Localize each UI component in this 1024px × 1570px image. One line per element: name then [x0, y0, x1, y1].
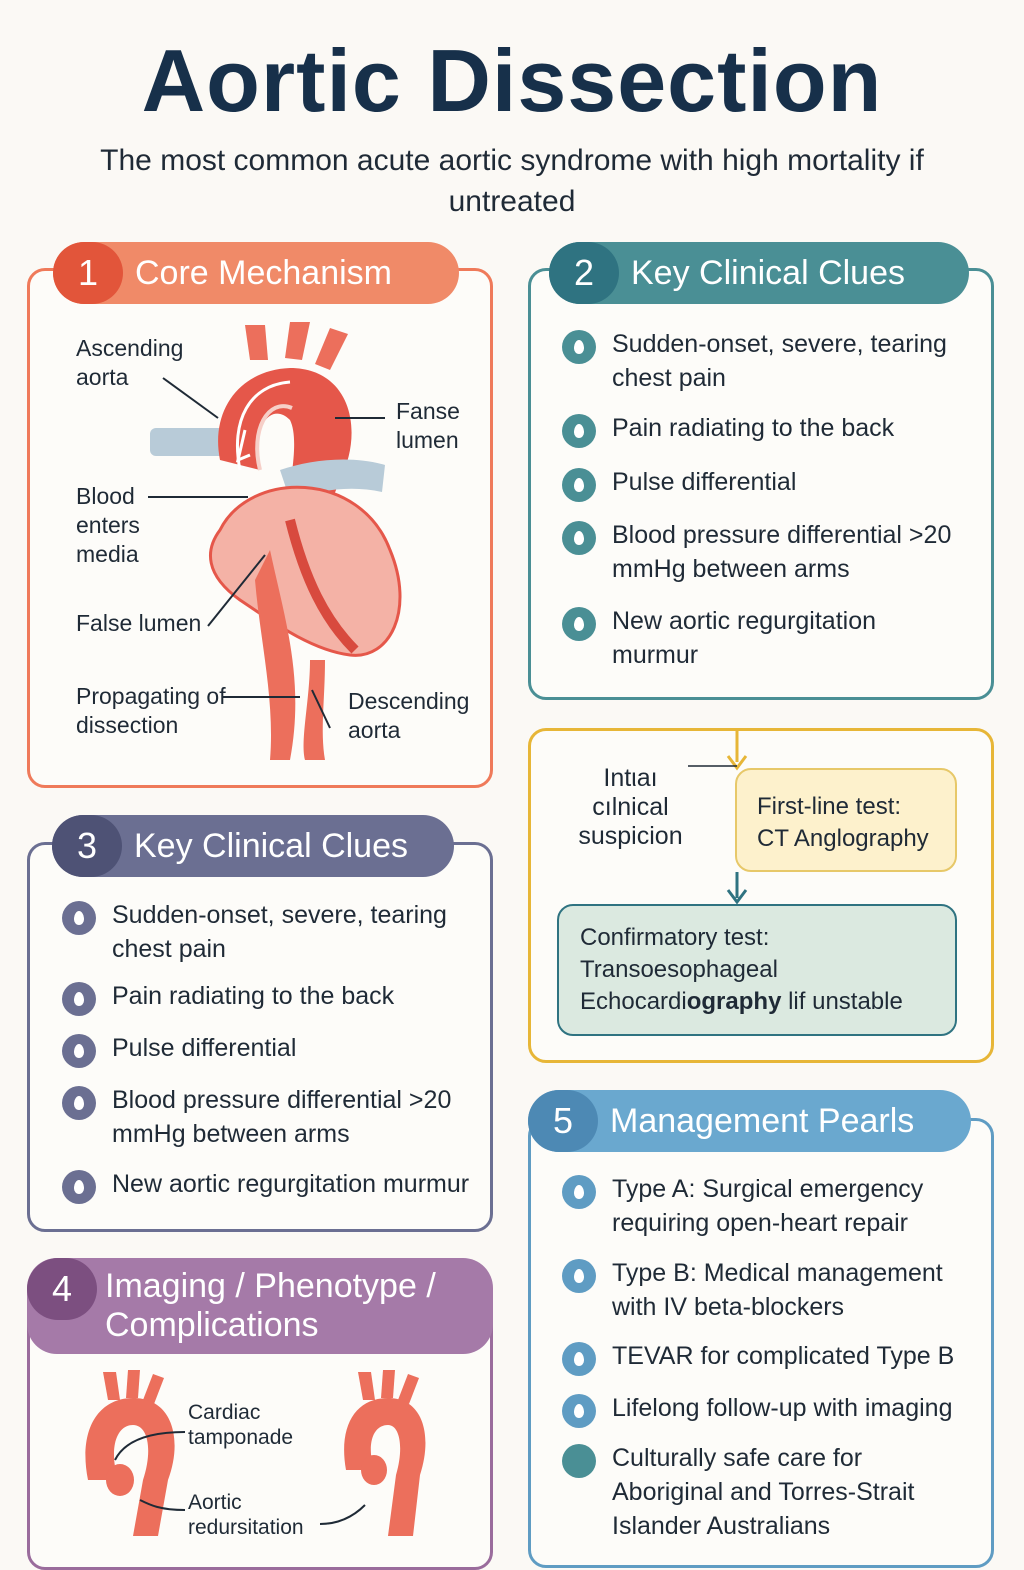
list-item: Sudden-onset, severe, tearing chest pain	[62, 898, 487, 966]
list-item: New aortic regurgitation murmur	[62, 1167, 492, 1204]
list-item: Type A: Surgical emergency requiring ope…	[562, 1172, 972, 1240]
panel-core-mechanism-header: 1 Core Mechanism	[53, 242, 459, 304]
leaf-icon	[62, 1034, 96, 1068]
flow-first-line-test: First-line test: CT Anglography	[735, 768, 957, 872]
section-title: Imaging / Phenotype / Complications	[105, 1267, 436, 1344]
list-item: Pulse differential	[562, 465, 962, 502]
label-aortic-regurgitation: Aortic redursitation	[188, 1491, 304, 1539]
panel-key-clinical-clues-2-header: 3 Key Clinical Clues	[52, 815, 454, 877]
section-number: 1	[53, 242, 123, 304]
section-title: Key Clinical Clues	[134, 826, 408, 865]
list-item: New aortic regurgitation murmur	[562, 604, 962, 672]
panel-management-pearls	[528, 1118, 994, 1568]
aorta-heart-illustration	[150, 322, 402, 760]
section-number: 3	[52, 815, 122, 877]
heart-icon	[562, 1175, 596, 1209]
panel-management-pearls-header: 5 Management Pearls	[528, 1090, 971, 1152]
page-title: Aortic Dissection	[141, 31, 883, 130]
shield-icon	[562, 1259, 596, 1293]
panel-key-clinical-clues-2	[27, 842, 493, 1232]
section-number: 2	[549, 242, 619, 304]
flow-start-text: Intιaı cılnical suspicion	[578, 764, 683, 850]
section-number: 5	[528, 1090, 598, 1152]
droplet-icon	[562, 414, 596, 448]
aorta-illustration-left	[85, 1370, 175, 1536]
label-blood-enters-media: Blood enters media	[76, 483, 140, 567]
droplet-icon	[62, 982, 96, 1016]
section-title: Key Clinical Clues	[631, 253, 905, 292]
panel-key-clinical-clues-header: 2 Key Clinical Clues	[549, 242, 969, 304]
list-item: Pulse differential	[62, 1031, 487, 1068]
flow-confirmatory-test: Confirmatory test: Transoesophageal Echo…	[557, 904, 957, 1036]
clock-icon	[562, 1342, 596, 1376]
label-cardiac-tamponade: Cardiac tamponade	[188, 1401, 294, 1449]
section-title: Management Pearls	[610, 1101, 915, 1140]
label-false-lumen: False lumen	[76, 610, 202, 636]
pressure-icon	[562, 521, 596, 555]
droplet-icon	[62, 1170, 96, 1204]
panel-imaging-header: 4 Imaging / Phenotype / Complications	[27, 1258, 493, 1354]
circle-icon	[562, 1444, 596, 1478]
pulse-icon	[562, 468, 596, 502]
list-item: Lifelong follow-up with imaging	[562, 1391, 972, 1428]
list-item: Pain radiating to the back	[62, 979, 487, 1016]
list-item: Sudden-onset, severe, tearing chest pain	[562, 327, 962, 395]
list-item: Pain radiating to the back	[562, 411, 962, 448]
label-descending-aorta: Descending aorta	[348, 688, 470, 743]
page-subtitle: The most common acute aortic syndrome wi…	[100, 144, 924, 218]
section-number: 4	[27, 1258, 97, 1320]
list-item: Blood pressure differential >20 mmHg bet…	[562, 518, 962, 586]
label-false-lumen-top: Fanse lumen	[396, 398, 460, 453]
list-item: Blood pressure differential >20 mmHg bet…	[62, 1083, 487, 1151]
flow-arrows	[688, 730, 748, 905]
list-item: TEVAR for complicated Type B	[562, 1339, 972, 1376]
section-title: Core Mechanism	[135, 253, 392, 292]
chevron-icon	[562, 1394, 596, 1428]
pressure-icon	[62, 1086, 96, 1120]
label-propagating: Propagating of dissection	[76, 683, 226, 738]
list-item: Culturally safe care for Aboriginal and …	[562, 1441, 972, 1543]
droplet-icon	[562, 330, 596, 364]
aorta-illustration-right	[344, 1370, 426, 1536]
droplet-icon	[62, 901, 96, 935]
list-item: Type B: Medical management with IV beta-…	[562, 1256, 972, 1324]
imaging-annotation-lines	[114, 1431, 366, 1525]
annotation-lines	[148, 377, 385, 729]
label-ascending-aorta: Ascending aorta	[76, 335, 184, 390]
droplet-icon	[562, 607, 596, 641]
